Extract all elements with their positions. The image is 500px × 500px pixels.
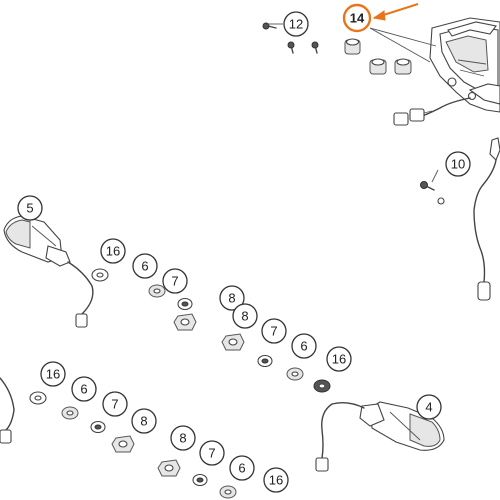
callout-14: 14 <box>342 3 372 33</box>
svg-text:16: 16 <box>106 244 120 259</box>
turn-signal-5 <box>3 215 94 328</box>
nut <box>111 435 135 453</box>
washer <box>29 391 47 405</box>
callout-10: 10 <box>445 151 471 177</box>
lock-washer <box>90 420 106 434</box>
headlight-housing <box>429 17 500 113</box>
svg-text:7: 7 <box>111 397 118 412</box>
svg-text:14: 14 <box>350 11 365 26</box>
svg-text:8: 8 <box>179 431 186 446</box>
callout-leaders <box>29 23 439 222</box>
lock-washer <box>192 473 208 487</box>
svg-text:7: 7 <box>270 324 277 339</box>
screw <box>420 181 435 191</box>
svg-text:8: 8 <box>140 414 147 429</box>
headlight-connector <box>393 97 471 126</box>
nut <box>157 459 181 477</box>
callout-6: 6 <box>71 376 97 402</box>
washer <box>313 379 331 393</box>
callout-7: 7 <box>102 391 128 417</box>
svg-text:5: 5 <box>26 201 33 216</box>
washer <box>286 367 304 381</box>
callout-16: 16 <box>100 238 126 264</box>
washer <box>91 268 109 282</box>
svg-text:16: 16 <box>332 352 346 367</box>
washer <box>219 485 237 499</box>
grommet <box>344 38 361 55</box>
svg-text:6: 6 <box>238 461 245 476</box>
callout-7: 7 <box>162 268 188 294</box>
callout-8: 8 <box>170 425 196 451</box>
turn-signal-4 <box>315 401 445 472</box>
svg-text:16: 16 <box>46 367 60 382</box>
callout-8: 8 <box>232 303 258 329</box>
callout-12: 12 <box>283 11 309 37</box>
svg-text:6: 6 <box>80 382 87 397</box>
washer <box>61 406 79 420</box>
svg-text:10: 10 <box>451 157 465 172</box>
screw <box>287 41 295 54</box>
callout-6: 6 <box>291 333 317 359</box>
callout-6: 6 <box>132 253 158 279</box>
washer <box>148 284 166 298</box>
svg-text:7: 7 <box>171 274 178 289</box>
callout-16: 16 <box>263 467 289 493</box>
turn-signal-lower-left <box>0 377 15 444</box>
callout-16: 16 <box>40 361 66 387</box>
callout-16: 16 <box>326 346 352 372</box>
callout-4: 4 <box>416 394 442 420</box>
svg-text:8: 8 <box>228 291 235 306</box>
svg-text:6: 6 <box>300 339 307 354</box>
svg-text:6: 6 <box>141 259 148 274</box>
callout-5: 5 <box>17 195 43 221</box>
grommet <box>369 58 387 75</box>
wiring-harness-right <box>473 137 500 301</box>
callout-7: 7 <box>199 440 225 466</box>
screw <box>262 22 277 30</box>
callout-8: 8 <box>131 408 157 434</box>
callout-6: 6 <box>229 455 255 481</box>
svg-text:16: 16 <box>269 473 283 488</box>
screw <box>311 41 319 54</box>
svg-text:12: 12 <box>289 17 303 32</box>
nut <box>221 333 245 351</box>
callout-7: 7 <box>261 318 287 344</box>
lock-washer <box>257 354 273 368</box>
callout-8: 8 <box>219 285 245 311</box>
washer <box>437 197 445 205</box>
nut <box>173 313 197 331</box>
svg-text:7: 7 <box>208 446 215 461</box>
grommet <box>394 58 412 75</box>
svg-text:4: 4 <box>425 400 432 415</box>
lock-washer <box>177 297 193 311</box>
svg-text:8: 8 <box>241 309 248 324</box>
